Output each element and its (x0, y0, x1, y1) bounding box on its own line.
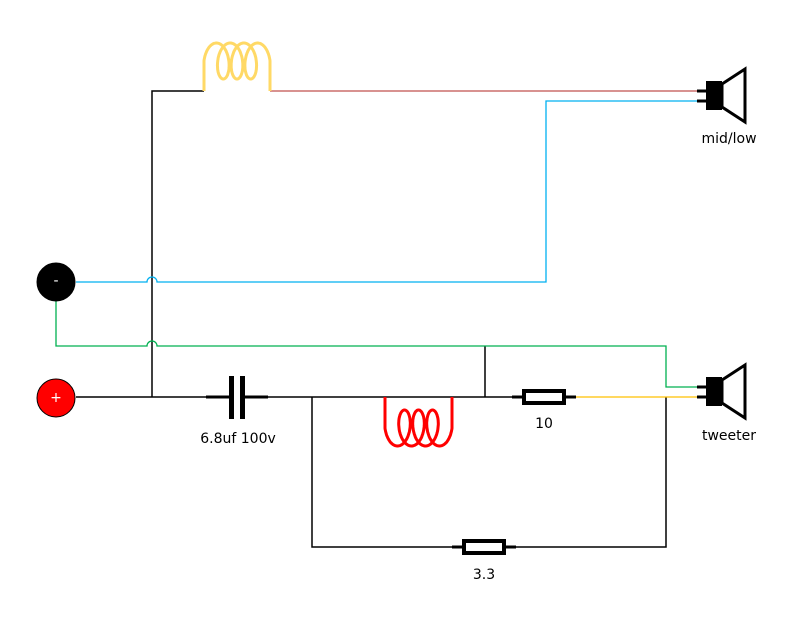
tweeter-inductor (383, 397, 454, 448)
tweeter-speaker-label: tweeter (701, 428, 757, 444)
capacitor (206, 376, 268, 419)
midlow-speaker-label: mid/low (701, 131, 757, 147)
capacitor-label: 6.8uf 100v (200, 431, 276, 447)
wire-midlow-positive-feed (151, 90, 204, 397)
positive-terminal-label: + (50, 390, 62, 406)
resistor-3-3-label: 3.3 (472, 567, 496, 583)
resistor-10 (512, 389, 576, 405)
tweeter-speaker-icon (697, 362, 747, 421)
midlow-inductor (202, 41, 272, 91)
wire-parallel-branch (311, 397, 667, 548)
negative-terminal-label: - (53, 273, 59, 289)
negative-terminal (36, 262, 76, 302)
resistor-3-3 (452, 539, 516, 555)
wire-midlow-negative (76, 100, 706, 283)
midlow-speaker-icon (697, 66, 747, 125)
resistor-10-label: 10 (535, 416, 553, 432)
wire-tweeter-negative (55, 300, 706, 388)
positive-terminal (36, 378, 76, 418)
